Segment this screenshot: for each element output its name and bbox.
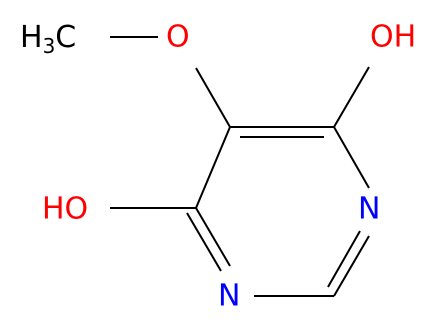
hydroxyl-left-label: HO xyxy=(42,192,88,227)
atom-labels: H3C O OH HO N N xyxy=(20,20,416,314)
bond-oxygen-c5 xyxy=(195,67,231,128)
bond-c6-n1 xyxy=(333,126,370,189)
hydroxyl-right-label: OH xyxy=(370,20,416,55)
bond-n3-c4 xyxy=(195,207,231,267)
bonds xyxy=(110,36,370,297)
bond-c6-hydroxyl xyxy=(333,66,370,128)
bond-c4-c5 xyxy=(195,126,231,209)
bond-n1-c2 xyxy=(333,235,370,297)
nitrogen-bottom-label: N xyxy=(218,279,240,314)
nitrogen-right-label: N xyxy=(358,192,380,227)
bond-n3-c4-double xyxy=(186,212,222,272)
methyl-label: H3C xyxy=(20,20,76,58)
bond-n1-c2-double xyxy=(327,230,361,288)
ether-oxygen-label: O xyxy=(166,20,190,55)
